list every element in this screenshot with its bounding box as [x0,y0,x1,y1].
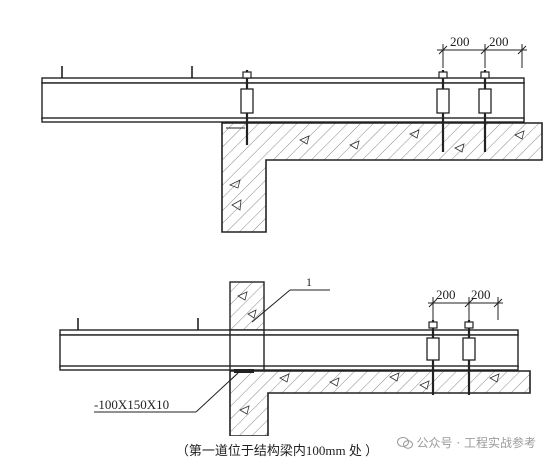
top-detail: 200 200 [41,34,543,233]
bottom-anchor-bolt-1 [426,320,440,395]
top-dimension-label-1: 200 [450,34,470,49]
top-concrete-slab [221,122,543,233]
top-anchor-bolt-2 [436,70,450,152]
bottom-steel-plate [234,369,254,373]
figure-caption: （第一道位于结构梁内100mm 处 ） [175,443,379,458]
bottom-dimension-label-1: 200 [436,287,456,302]
bottom-wall-above [229,281,265,331]
top-shear-studs [61,66,193,78]
bottom-steel-beam [59,329,519,371]
bottom-detail: 200 200 1 -100X150X10 [59,275,531,436]
bottom-plate-label: -100X150X10 [94,397,169,412]
top-steel-beam [41,77,525,123]
bottom-concrete-slab [229,370,531,436]
construction-detail-drawing: 200 200 [41,34,543,436]
bottom-anchor-bolt-2 [462,320,476,395]
top-anchor-bolt-3 [478,70,492,152]
bottom-dimension-label-2: 200 [471,287,491,302]
watermark-text: 公众号 · 工程实战参考 [416,436,536,450]
top-dimension-line [437,44,527,68]
bottom-dimension-line [428,297,503,320]
top-dimension-label-2: 200 [489,34,509,49]
wechat-official-account-icon [396,436,413,449]
watermark: 公众号 · 工程实战参考 [396,434,536,451]
bottom-leader-line-1 [251,289,330,323]
bottom-shear-studs [77,318,199,330]
top-anchor-bolt-1 [240,70,254,145]
bottom-leader-label: 1 [306,275,312,289]
bottom-plate-leader-line [94,372,239,413]
